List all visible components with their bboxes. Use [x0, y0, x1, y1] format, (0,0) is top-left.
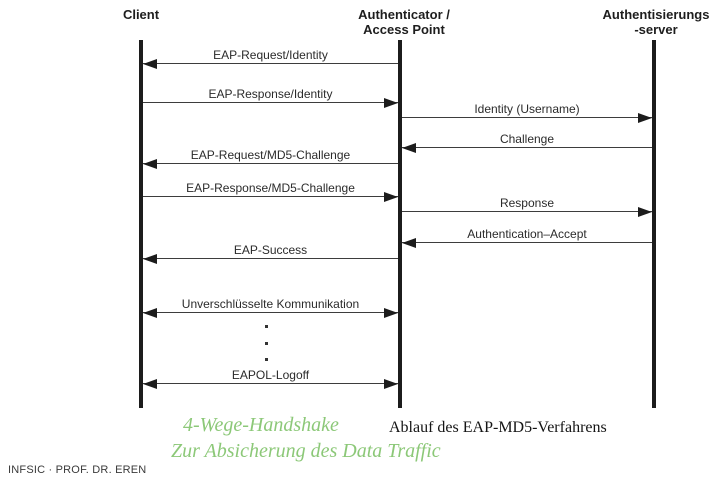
message-eap-request-identity: EAP-Request/Identity	[143, 46, 398, 69]
message-label: Response	[499, 196, 555, 210]
message-unencrypted-communication: Unverschlüsselte Kommunikation	[143, 295, 398, 318]
green-caption-line2: Zur Absicherung des Data Traffic	[171, 440, 441, 462]
arrowhead-right-icon	[384, 379, 398, 389]
footer-credit: INFSIC · PROF. DR. EREN	[8, 464, 147, 476]
arrowhead-right-icon	[638, 207, 652, 217]
actor-server-label: Authentisierungs	[602, 7, 710, 22]
ellipsis-dot	[265, 358, 268, 361]
arrowhead-right-icon	[638, 113, 652, 123]
message-challenge: Challenge	[402, 130, 652, 153]
message-label: EAP-Request/MD5-Challenge	[190, 148, 351, 162]
actor-server-header: Authentisierungs -server	[566, 7, 721, 37]
actor-authenticator-header: Authenticator / Access Point	[314, 7, 494, 37]
message-eap-response-md5-challenge: EAP-Response/MD5-Challenge	[143, 179, 398, 202]
lifeline-server	[652, 40, 656, 408]
arrowhead-left-icon	[143, 308, 157, 318]
message-eap-response-identity: EAP-Response/Identity	[143, 85, 398, 108]
message-label: Authentication–Accept	[467, 227, 587, 241]
message-label: Identity (Username)	[474, 102, 580, 116]
actor-authenticator-label-line2: Access Point	[363, 22, 445, 37]
arrowhead-right-icon	[384, 308, 398, 318]
actor-client-label: Client	[122, 7, 160, 22]
ellipsis-dot	[265, 342, 268, 345]
message-label: EAP-Response/MD5-Challenge	[186, 181, 355, 195]
message-label: Challenge	[499, 132, 555, 146]
arrowhead-left-icon	[402, 238, 416, 248]
arrowhead-left-icon	[143, 379, 157, 389]
message-authentication-accept: Authentication–Accept	[402, 225, 652, 248]
arrowhead-left-icon	[402, 143, 416, 153]
message-identity-username: Identity (Username)	[402, 100, 652, 123]
message-label: EAP-Response/Identity	[208, 87, 333, 101]
message-label: EAPOL-Logoff	[231, 368, 310, 382]
arrowhead-left-icon	[143, 159, 157, 169]
arrowhead-left-icon	[143, 254, 157, 264]
arrowhead-left-icon	[143, 59, 157, 69]
diagram-caption: Ablauf des EAP-MD5-Verfahrens	[389, 419, 607, 436]
message-label: EAP-Success	[233, 243, 308, 257]
message-label: Unverschlüsselte Kommunikation	[181, 297, 360, 311]
lifeline-client	[139, 40, 143, 408]
arrowhead-right-icon	[384, 98, 398, 108]
message-eapol-logoff: EAPOL-Logoff	[143, 366, 398, 389]
message-eap-success: EAP-Success	[143, 241, 398, 264]
actor-server-label-line2: -server	[634, 22, 678, 37]
message-label: EAP-Request/Identity	[213, 48, 328, 62]
message-eap-request-md5-challenge: EAP-Request/MD5-Challenge	[143, 146, 398, 169]
message-response: Response	[402, 194, 652, 217]
arrowhead-right-icon	[384, 192, 398, 202]
lifeline-authenticator	[398, 40, 402, 408]
ellipsis-dot	[265, 325, 268, 328]
actor-authenticator-label: Authenticator /	[358, 7, 450, 22]
actor-client-header: Client	[51, 7, 231, 22]
green-caption-line1: 4-Wege-Handshake	[183, 414, 339, 436]
